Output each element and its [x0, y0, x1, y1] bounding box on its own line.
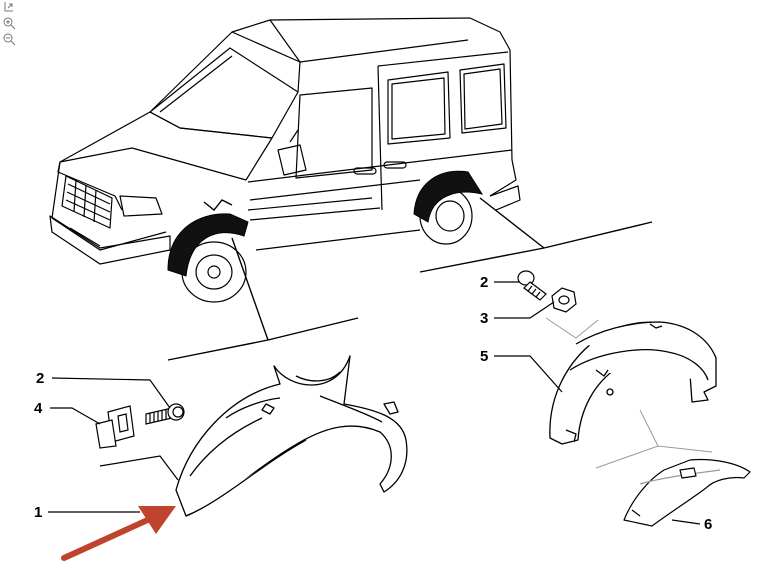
- nut-part: [551, 287, 577, 313]
- rear-arch-liner-highlight: [413, 170, 484, 223]
- callout-3: 3: [480, 310, 488, 327]
- rear-liner-bracket-lines: [545, 317, 713, 469]
- callout-leaders: [48, 281, 701, 525]
- van-illustration: [49, 17, 521, 303]
- callout-2-right: 2: [480, 274, 488, 291]
- callout-6: 6: [704, 516, 712, 533]
- vehicle-leader-lines: [167, 197, 653, 361]
- vehicle-wheel-arches: [167, 170, 484, 277]
- rear-wheel-arch-liner: [549, 321, 717, 445]
- front-liner-pointer-line: [99, 455, 179, 481]
- callout-5: 5: [480, 348, 488, 365]
- zoom-out-icon[interactable]: [2, 32, 16, 46]
- viewer-toolbar: [2, 0, 16, 48]
- screw-right: [517, 270, 547, 301]
- highlight-arrow: [61, 506, 176, 561]
- callout-4: 4: [34, 400, 43, 417]
- screw-left: [145, 403, 185, 425]
- splash-shield-part: [623, 458, 751, 527]
- front-wheel-arch-liner: [175, 355, 408, 517]
- front-arch-liner-highlight: [167, 213, 249, 277]
- callout-2-left: 2: [36, 370, 44, 387]
- fit-page-icon[interactable]: [2, 0, 16, 14]
- callout-1: 1: [34, 504, 42, 521]
- zoom-in-icon[interactable]: [2, 16, 16, 30]
- clip-part: [95, 405, 135, 449]
